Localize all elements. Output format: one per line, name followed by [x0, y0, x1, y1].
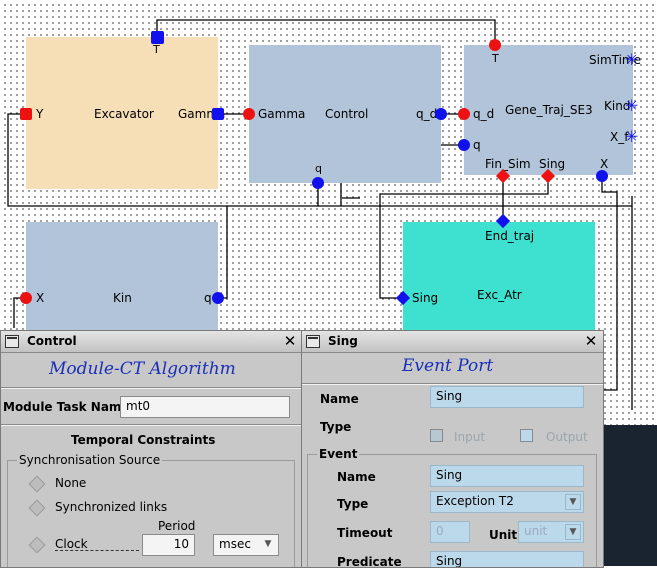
period-label: Period — [158, 519, 196, 533]
control-dialog-title: Control — [27, 334, 77, 348]
unit-dropdown[interactable]: msec ▼ — [213, 534, 279, 556]
desktop-strip — [600, 425, 657, 566]
kin-block[interactable]: Kin X q — [26, 222, 218, 332]
timeout-field[interactable]: 0 — [430, 521, 470, 543]
gene-x-label: X — [600, 157, 609, 171]
close-icon[interactable]: ✕ — [283, 332, 297, 350]
clock-dash-line — [55, 550, 139, 551]
gene-q-label: q — [473, 138, 481, 152]
gene-xf-label: X_f — [610, 130, 629, 144]
event-type-label: Type — [337, 497, 369, 511]
unit-label: Unit — [489, 528, 518, 542]
port-name-field[interactable]: Sing — [430, 386, 584, 408]
gene-simtime-label: SimTime — [589, 53, 642, 67]
gene-kind-star-icon[interactable]: ✳ — [625, 96, 639, 115]
port-name-label: Name — [320, 392, 359, 406]
gene-finsim-label: Fin_Sim — [485, 157, 531, 171]
sing-dialog-titlebar[interactable]: Sing ✕ — [302, 331, 603, 353]
excavator-gamma-port[interactable] — [212, 108, 224, 120]
control-dialog-heading: Module-CT Algorithm — [49, 359, 236, 379]
gene-sing-label: Sing — [539, 157, 566, 171]
sing-dialog-heading: Event Port — [402, 356, 494, 376]
event-name-label: Name — [337, 470, 376, 484]
event-type-dropdown[interactable]: Exception T2 ▼ — [430, 491, 584, 513]
exc-atr-label: Exc_Atr — [477, 288, 522, 302]
chevron-down-icon: ▼ — [565, 494, 581, 510]
chevron-down-icon: ▼ — [264, 539, 272, 549]
event-unit-dropdown[interactable]: unit ▼ — [518, 521, 584, 543]
excavator-y-label: Y — [36, 107, 44, 121]
control-q-label: q — [315, 162, 322, 175]
radio-none-label: None — [55, 476, 87, 490]
gene-traj-block[interactable]: Gene_Traj_SE3 T q_d q SimTime Kind X_f F… — [464, 45, 641, 175]
event-group — [307, 454, 597, 567]
output-checkbox-label: Output — [546, 430, 588, 444]
kin-q-label: q — [204, 291, 212, 305]
gene-xf-star-icon[interactable]: ✳ — [625, 127, 639, 146]
kin-q-port[interactable] — [212, 292, 224, 304]
control-label: Control — [325, 107, 369, 121]
divider — [1, 424, 301, 426]
gene-qd-port[interactable] — [458, 108, 470, 120]
sync-source-title: Synchronisation Source — [17, 453, 163, 467]
exc-endtraj-label: End_traj — [485, 229, 535, 243]
predicate-field[interactable]: Sing — [430, 551, 584, 567]
gene-x-port[interactable] — [596, 170, 608, 182]
excavator-t-port[interactable] — [151, 31, 164, 44]
kin-x-port[interactable] — [20, 292, 32, 304]
gene-kind-label: Kind — [604, 99, 631, 113]
control-q-port[interactable] — [312, 177, 324, 189]
excavator-t-label: T — [153, 43, 160, 56]
timeout-label: Timeout — [337, 526, 393, 540]
excavator-y-port[interactable] — [20, 108, 32, 120]
control-gamma-label: Gamma — [258, 107, 306, 121]
control-dialog[interactable]: Control ✕ Module-CT Algorithm Module Tas… — [0, 330, 302, 568]
period-field[interactable]: 10 — [142, 534, 195, 556]
exc-sing-label: Sing — [412, 291, 439, 305]
divider — [302, 383, 603, 385]
gene-qd-label: q_d — [473, 107, 495, 121]
event-unit-value: unit — [524, 524, 548, 538]
output-checkbox[interactable] — [520, 429, 533, 442]
sing-dialog[interactable]: Sing ✕ Event Port Name Sing Type Input O… — [301, 330, 604, 568]
event-group-title: Event — [317, 447, 360, 461]
control-dialog-titlebar[interactable]: Control ✕ — [1, 331, 301, 353]
temporal-constraints-label: Temporal Constraints — [71, 433, 216, 447]
module-task-name-label: Module Task Name — [3, 400, 130, 414]
unit-dropdown-value: msec — [219, 537, 251, 551]
gene-traj-label: Gene_Traj_SE3 — [505, 103, 593, 117]
port-type-label: Type — [320, 420, 352, 434]
input-checkbox-label: Input — [454, 430, 486, 444]
control-qd-port[interactable] — [435, 108, 447, 120]
gene-t-port[interactable] — [489, 39, 501, 51]
event-name-field[interactable]: Sing — [430, 465, 584, 487]
gene-simtime-star-icon[interactable]: ✳ — [625, 50, 639, 69]
divider — [1, 387, 301, 389]
radio-synchronized-links-label: Synchronized links — [55, 500, 168, 514]
sing-dialog-title: Sing — [328, 334, 358, 348]
predicate-label: Predicate — [337, 555, 402, 568]
window-menu-icon[interactable] — [5, 335, 19, 348]
gene-q-port[interactable] — [458, 139, 470, 151]
control-qd-label: q_d — [416, 107, 438, 121]
gene-t-label: T — [492, 52, 499, 65]
kin-label: Kin — [113, 291, 132, 305]
chevron-down-icon: ▼ — [565, 524, 581, 540]
control-block[interactable]: Control Gamma q_d q — [249, 45, 441, 183]
control-gamma-port[interactable] — [243, 108, 255, 120]
window-menu-icon[interactable] — [306, 335, 320, 348]
input-checkbox[interactable] — [430, 429, 443, 442]
kin-x-label: X — [36, 291, 45, 305]
event-type-value: Exception T2 — [436, 494, 514, 508]
excavator-label: Excavator — [94, 107, 154, 121]
excavator-block[interactable]: Excavator Y Gamma T — [26, 37, 225, 189]
exc-atr-block[interactable]: Exc_Atr End_traj Sing — [403, 222, 595, 332]
close-icon[interactable]: ✕ — [584, 332, 598, 350]
radio-clock-label: Clock — [55, 537, 88, 551]
module-task-name-field[interactable]: mt0 — [120, 396, 290, 418]
